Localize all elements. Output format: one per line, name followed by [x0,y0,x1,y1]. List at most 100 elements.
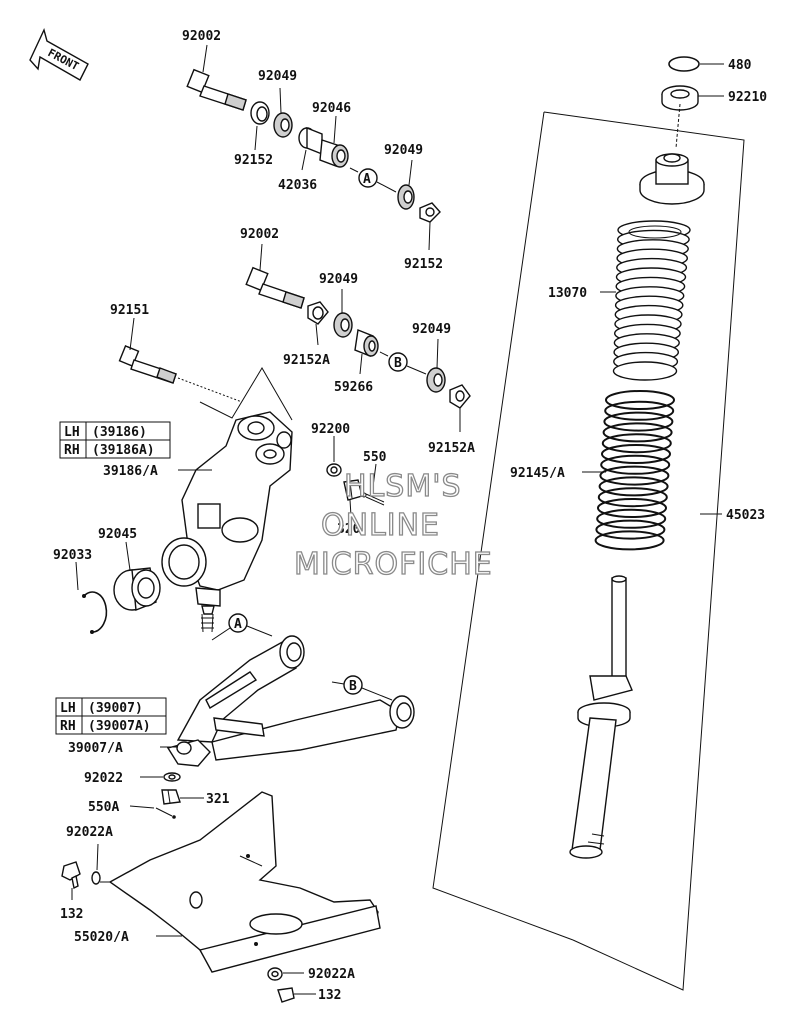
label-92152-right: 92152 [404,257,443,272]
washer-92152-upper [250,101,270,125]
label-92045: 92045 [98,527,137,542]
spring-coil [599,465,670,486]
arm-rh-part: (39007A) [88,719,151,734]
washer-92022 [163,772,181,782]
damper-body [569,575,633,859]
label-92049-mid2: 92049 [412,322,451,337]
castle-nut-320 [343,479,363,501]
watermark-line2: ONLINE [321,508,440,543]
circlip-480 [668,56,700,72]
label-92049-upper1: 92049 [258,69,297,84]
label-92152A-right: 92152A [428,441,475,456]
seal-92049-upper2 [397,184,415,210]
washer-92152A-right [449,384,471,409]
label-480: 480 [728,58,752,73]
upper-mount [639,153,705,205]
label-92022A-left: 92022A [66,825,113,840]
label-92152A-mid: 92152A [283,353,330,368]
spring-coil [605,390,675,410]
collar-42036 [298,126,323,156]
label-92033: 92033 [53,548,92,563]
knuckle-rh-side: RH [64,443,80,458]
cotter-pin-550A [155,807,176,819]
callout-B-mid: B [394,356,402,371]
dust-boot-13070[interactable] [612,220,691,381]
label-92200: 92200 [311,422,350,437]
knuckle-side-table: LH (39186) RH (39186A) [59,421,171,459]
spring-coil [604,400,675,421]
label-42036: 42036 [278,178,317,193]
watermark: HLSM'S ONLINE MICROFICHE [293,468,493,582]
label-92022: 92022 [84,771,123,786]
label-39007A: 39007/A [68,741,123,756]
label-550: 550 [363,450,387,465]
label-92151: 92151 [110,303,149,318]
callout-B-arm: B [349,679,357,694]
upper-bolt-92002 [186,68,247,111]
spring-92145 [594,390,675,551]
callout-A-arm: A [234,617,242,632]
label-92049-upper2: 92049 [384,143,423,158]
steering-knuckle-39186 [181,411,293,633]
spring-coil [594,530,665,551]
label-92002-top: 92002 [182,29,221,44]
washer-92022A-bottom [267,967,283,981]
watermark-line3: MICROFICHE [294,547,493,582]
middle-bolt-92002 [245,266,305,309]
spring-coil [600,454,671,475]
label-132-bottom: 132 [318,988,341,1003]
bolt-132-left [61,861,81,890]
washer-92152-right [419,202,441,223]
spring-coil [601,444,671,464]
knuckle-lh-side: LH [64,425,80,440]
front-arrow-icon: FRONT [29,27,89,81]
bolt-132-bottom [277,987,295,1003]
spring-coil [597,498,667,518]
washer-92022A-left [91,871,101,885]
castle-nut-321 [161,789,181,805]
seal-92049-upper [273,112,293,138]
label-550A: 550A [88,800,119,815]
label-92145A: 92145/A [510,466,565,481]
skid-plate-55020 [108,791,381,973]
label-92152-upper: 92152 [234,153,273,168]
spring-coil [603,411,674,432]
bushing-59266 [354,329,379,357]
arm-rh-side: RH [60,719,76,734]
watermark-line1: HLSM'S [344,469,462,504]
label-55020A: 55020/A [74,930,129,945]
washer-92152A-mid [307,301,329,325]
bushing-92046 [319,139,349,168]
label-92022A-bottom: 92022A [308,967,355,982]
arm-lh-part: (39007) [88,701,143,716]
bearing-92045 [113,567,161,611]
spring-coil [595,519,666,540]
arm-side-table: LH (39007) RH (39007A) [55,697,167,735]
label-13070: 13070 [548,286,587,301]
label-92210: 92210 [728,90,767,105]
spring-coil [596,508,667,529]
spring-coil [598,476,669,497]
nut-92210 [661,85,699,111]
label-39186A: 39186/A [103,464,158,479]
label-59266: 59266 [334,380,373,395]
boot-ring [612,361,678,381]
shock-assembly-frame [432,111,745,991]
seal-92049-mid2 [426,367,446,393]
knuckle-rh-part: (39186A) [92,443,155,458]
label-92049-mid1: 92049 [319,272,358,287]
label-92046: 92046 [312,101,351,116]
knuckle-lh-part: (39186) [92,425,147,440]
callout-A-upper: A [363,172,371,187]
circlip-92033 [82,591,108,634]
nut-92200 [326,463,342,477]
label-320: 320 [337,522,361,537]
label-132-left: 132 [60,907,83,922]
spring-coil [597,487,668,508]
lower-a-arm-39007 [166,635,415,767]
label-45023: 45023 [726,508,765,523]
hub-bore [161,537,207,587]
seal-92049-mid1 [333,312,353,338]
arm-lh-side: LH [60,701,76,716]
